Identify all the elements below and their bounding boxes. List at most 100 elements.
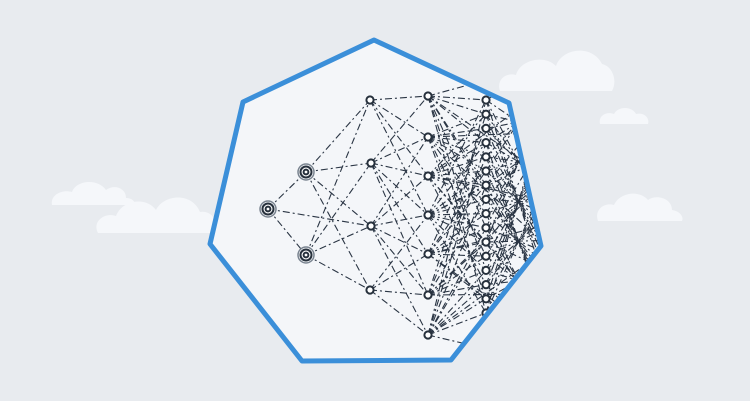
hidden-node-3 (423, 210, 433, 220)
heptagon-background (210, 40, 541, 361)
hidden-node-3 (423, 249, 433, 259)
network-edge (369, 289, 429, 336)
network-edge (485, 156, 541, 259)
network-edge (427, 198, 487, 216)
hidden-node-1-core (302, 168, 310, 176)
network-edge (485, 167, 541, 300)
network-edge (427, 214, 487, 229)
network-edge (485, 312, 541, 331)
network-edge (427, 269, 487, 296)
network-edge (427, 185, 487, 336)
network-edge (485, 149, 541, 243)
network-edge (305, 162, 372, 256)
network-edge (267, 208, 372, 227)
network-edge (370, 175, 429, 227)
network-edge (369, 253, 429, 291)
network-edge (485, 241, 541, 331)
network-edge (485, 128, 541, 295)
network-edge (485, 203, 541, 271)
network-edge (369, 289, 429, 296)
network-edge (370, 136, 429, 164)
output-node (481, 294, 491, 304)
hidden-node-3 (423, 290, 433, 300)
network-edge (267, 171, 307, 210)
network-edge (427, 284, 487, 336)
network-edge (485, 156, 541, 349)
network-edge (427, 214, 487, 271)
network-edge (305, 171, 372, 227)
output-node (481, 109, 491, 119)
network-edge (369, 99, 429, 216)
output-node (481, 123, 491, 133)
network-edge (370, 225, 429, 255)
output-node (481, 166, 491, 176)
network-edge (369, 99, 429, 177)
network-edge (427, 95, 487, 115)
network-edge (427, 213, 487, 216)
network-edge (370, 225, 429, 336)
hidden-node-2 (366, 221, 376, 231)
network-edge (305, 99, 371, 256)
network-edge (427, 156, 487, 177)
root-node-core (264, 205, 272, 213)
network-edge (305, 254, 371, 291)
network-edge (427, 95, 487, 101)
network-edge (427, 113, 487, 177)
output-node (481, 265, 491, 275)
network-edge (485, 77, 541, 299)
network-edge (427, 156, 487, 296)
network-edge (427, 227, 487, 255)
output-node (481, 138, 491, 148)
network-edge (427, 99, 487, 216)
output-node (481, 209, 491, 219)
network-edge (485, 185, 541, 285)
network-edge (370, 162, 429, 255)
output-node (481, 152, 491, 162)
hidden-node-3 (423, 132, 433, 142)
network-edge (305, 171, 371, 291)
network-edge (427, 241, 487, 296)
network-edge (427, 175, 487, 186)
heptagon-frame (207, 37, 544, 364)
network-edge (427, 136, 487, 257)
network-edge (427, 136, 487, 214)
hidden-node-2 (365, 285, 375, 295)
network-edge (427, 227, 487, 336)
cloud-mid-right (599, 108, 649, 124)
network-edge (485, 59, 541, 314)
network-edge (370, 162, 429, 216)
network-edge (369, 214, 429, 291)
network-edge (427, 284, 487, 296)
network-edge (485, 114, 541, 313)
network-edge (427, 142, 487, 216)
output-node (481, 237, 491, 247)
network-edge (427, 213, 487, 255)
network-edge (485, 128, 541, 205)
network-edge (427, 128, 487, 255)
network-edge (369, 99, 429, 138)
hidden-node-2 (366, 158, 376, 168)
network-edge (485, 142, 541, 277)
network-edge (427, 199, 487, 296)
network-edge (427, 175, 487, 200)
network-edge (485, 95, 541, 285)
network-edge (427, 170, 487, 216)
network-edge (485, 99, 541, 331)
network-edge (427, 95, 487, 271)
network-edge (427, 255, 487, 296)
network-edge (370, 136, 429, 227)
network-edge (427, 253, 487, 300)
network-edge (427, 175, 487, 285)
network-edge (485, 113, 541, 271)
network-edge (427, 95, 487, 229)
network-edge (427, 99, 487, 336)
cloud-right (597, 193, 683, 221)
cloud-top-right (499, 50, 615, 91)
network-edge (267, 208, 307, 256)
output-node (481, 280, 491, 290)
network-edge (427, 253, 487, 257)
network-edge (370, 162, 429, 177)
network-edge (427, 170, 487, 177)
hidden-node-3 (423, 91, 433, 101)
